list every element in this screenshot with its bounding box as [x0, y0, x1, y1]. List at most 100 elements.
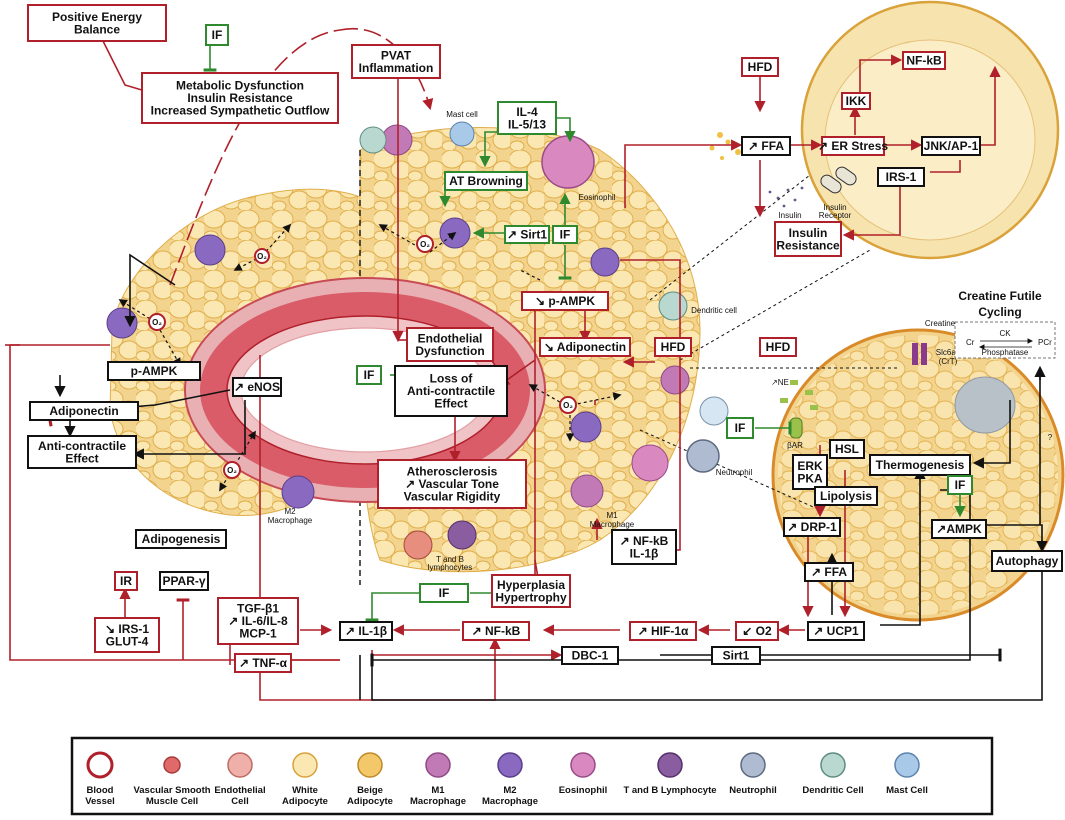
- ffa-top-frame: [741, 136, 791, 156]
- erk-pka-text: ERK: [797, 459, 823, 473]
- insulin-receptor-label-2: Receptor: [819, 211, 852, 220]
- loss-anticontractile-text: Loss of: [430, 372, 474, 386]
- anticontractile-effect-text: Effect: [65, 451, 98, 465]
- m1-macrophage-label-2: Macrophage: [590, 520, 635, 529]
- enos-text: ↗ eNOS: [234, 380, 280, 394]
- ucp1-box: ↗ UCP1: [807, 621, 865, 641]
- lymphocyte-cells: [403, 520, 477, 560]
- erk-pka-text: PKA: [797, 471, 823, 485]
- slc6a8-transporter-icon: [912, 343, 927, 365]
- ppar-text: PPAR-γ: [162, 574, 205, 588]
- ir-frame: [114, 571, 138, 591]
- lymphocyte-icon: T and B Lymphocyte: [623, 752, 717, 796]
- dbc1-text: DBC-1: [572, 649, 609, 663]
- anticontractile-effect-text: Anti-contractile: [38, 439, 126, 453]
- tgf-text: ↗ IL-6/IL-8: [228, 614, 288, 628]
- p-ampk-left-text: p-AMPK: [131, 364, 178, 378]
- beta-ar-receptor-icon: [789, 417, 803, 439]
- adiponectin-left-frame: [29, 401, 139, 421]
- svg-text:CK: CK: [999, 329, 1011, 338]
- nfkb-top-box: NF-kB: [902, 51, 946, 70]
- dendritic-cell-left: [359, 126, 387, 154]
- ppar-box: PPAR-γ: [159, 571, 209, 591]
- il4-box: IL-4IL-5/13: [497, 101, 557, 135]
- irs1-top-box: IRS-1: [877, 167, 925, 187]
- irs1-glut4-frame: [94, 617, 160, 653]
- svg-text:Cr: Cr: [966, 338, 975, 347]
- sirt1-bottom-text: Sirt1: [723, 649, 750, 663]
- atherosclerosis-text: Atherosclerosis: [407, 465, 498, 479]
- svg-text:O₂: O₂: [152, 318, 162, 327]
- eosinophil-icon: Eosinophil: [559, 752, 607, 796]
- if-ampk-text: IF: [955, 478, 966, 492]
- m1-macrophage-right: [631, 444, 669, 482]
- ppar-frame: [159, 571, 209, 591]
- legend-label: Endothelial: [214, 785, 265, 796]
- legend-label: Dendritic Cell: [802, 785, 863, 796]
- neutrophil-icon: Neutrophil: [729, 752, 777, 796]
- if-left-box: IF: [356, 365, 382, 385]
- enos-frame: [232, 377, 282, 397]
- svg-text:Creatine Futile: Creatine Futile: [958, 289, 1042, 303]
- sirt1-bottom-frame: [711, 646, 761, 665]
- hfd-top-frame: [741, 57, 779, 77]
- legend-label: Cell: [231, 796, 248, 807]
- if-top-box: IF: [205, 24, 229, 46]
- ffa-right-frame: [804, 562, 854, 582]
- irs1-top-text: IRS-1: [886, 170, 917, 184]
- jnk-text: JNK/AP-1: [924, 139, 979, 153]
- insulin-receptor-label-1: Insulin: [823, 203, 846, 212]
- er-stress-frame: [821, 136, 885, 156]
- jnk-frame: [921, 136, 981, 156]
- if-left-frame: [356, 365, 382, 385]
- legend-label: M2: [503, 785, 516, 796]
- erk-pka-frame: [792, 454, 828, 490]
- zoom-lines: [639, 174, 900, 511]
- hsl-frame: [829, 439, 865, 459]
- o2-frame: [735, 621, 779, 641]
- irs1-top-frame: [877, 167, 925, 187]
- legend-label: Macrophage: [482, 796, 538, 807]
- autophagy-text: Autophagy: [996, 554, 1059, 568]
- sirt1-center-text: ↗ Sirt1: [507, 228, 547, 242]
- svg-text:Phosphatase: Phosphatase: [982, 348, 1029, 357]
- m1-macrophage-label-1: M1: [606, 511, 618, 520]
- drp1-frame: [783, 517, 841, 537]
- adipogenesis-frame: [135, 529, 227, 549]
- at-browning-text: AT Browning: [449, 174, 523, 188]
- beta-ar-label: βAR: [787, 441, 803, 450]
- adiponectin-left-text: Adiponectin: [49, 404, 118, 418]
- metabolic-text: Insulin Resistance: [187, 91, 293, 105]
- if-left-text: IF: [364, 368, 375, 382]
- svg-text:Cycling: Cycling: [978, 305, 1021, 319]
- ffa-right-text: ↗ FFA: [811, 565, 847, 579]
- tgf-frame: [217, 597, 299, 645]
- p-ampk-left-box: p-AMPK: [107, 361, 201, 381]
- creatine-label: Creatine: [925, 319, 956, 328]
- legend-label: T and B Lymphocyte: [623, 785, 716, 796]
- positive-energy-balance-text: Balance: [74, 22, 120, 36]
- nfkb-il1b-text: IL-1β: [630, 546, 659, 560]
- ikk-frame: [841, 92, 871, 110]
- lipolysis-frame: [814, 486, 878, 506]
- loss-anticontractile-frame: [394, 365, 508, 417]
- sirt1-center-box: ↗ Sirt1: [504, 225, 550, 244]
- adiponectin-center-text: ↘ Adiponectin: [544, 340, 626, 354]
- hif-box: ↗ HIF-1α: [629, 621, 697, 641]
- neutrophil-cell: [686, 439, 720, 473]
- dbc1-box: DBC-1: [561, 646, 619, 665]
- tnf-box: ↗ TNF-α: [234, 653, 292, 673]
- drp1-box: ↗ DRP-1: [783, 517, 841, 537]
- p-ampk-center-text: ↘ p-AMPK: [535, 294, 595, 308]
- lipolysis-text: Lipolysis: [820, 489, 872, 503]
- thermogenesis-text: Thermogenesis: [876, 458, 965, 472]
- adiponectin-center-frame: [539, 337, 631, 357]
- hfd-center-text: HFD: [661, 340, 686, 354]
